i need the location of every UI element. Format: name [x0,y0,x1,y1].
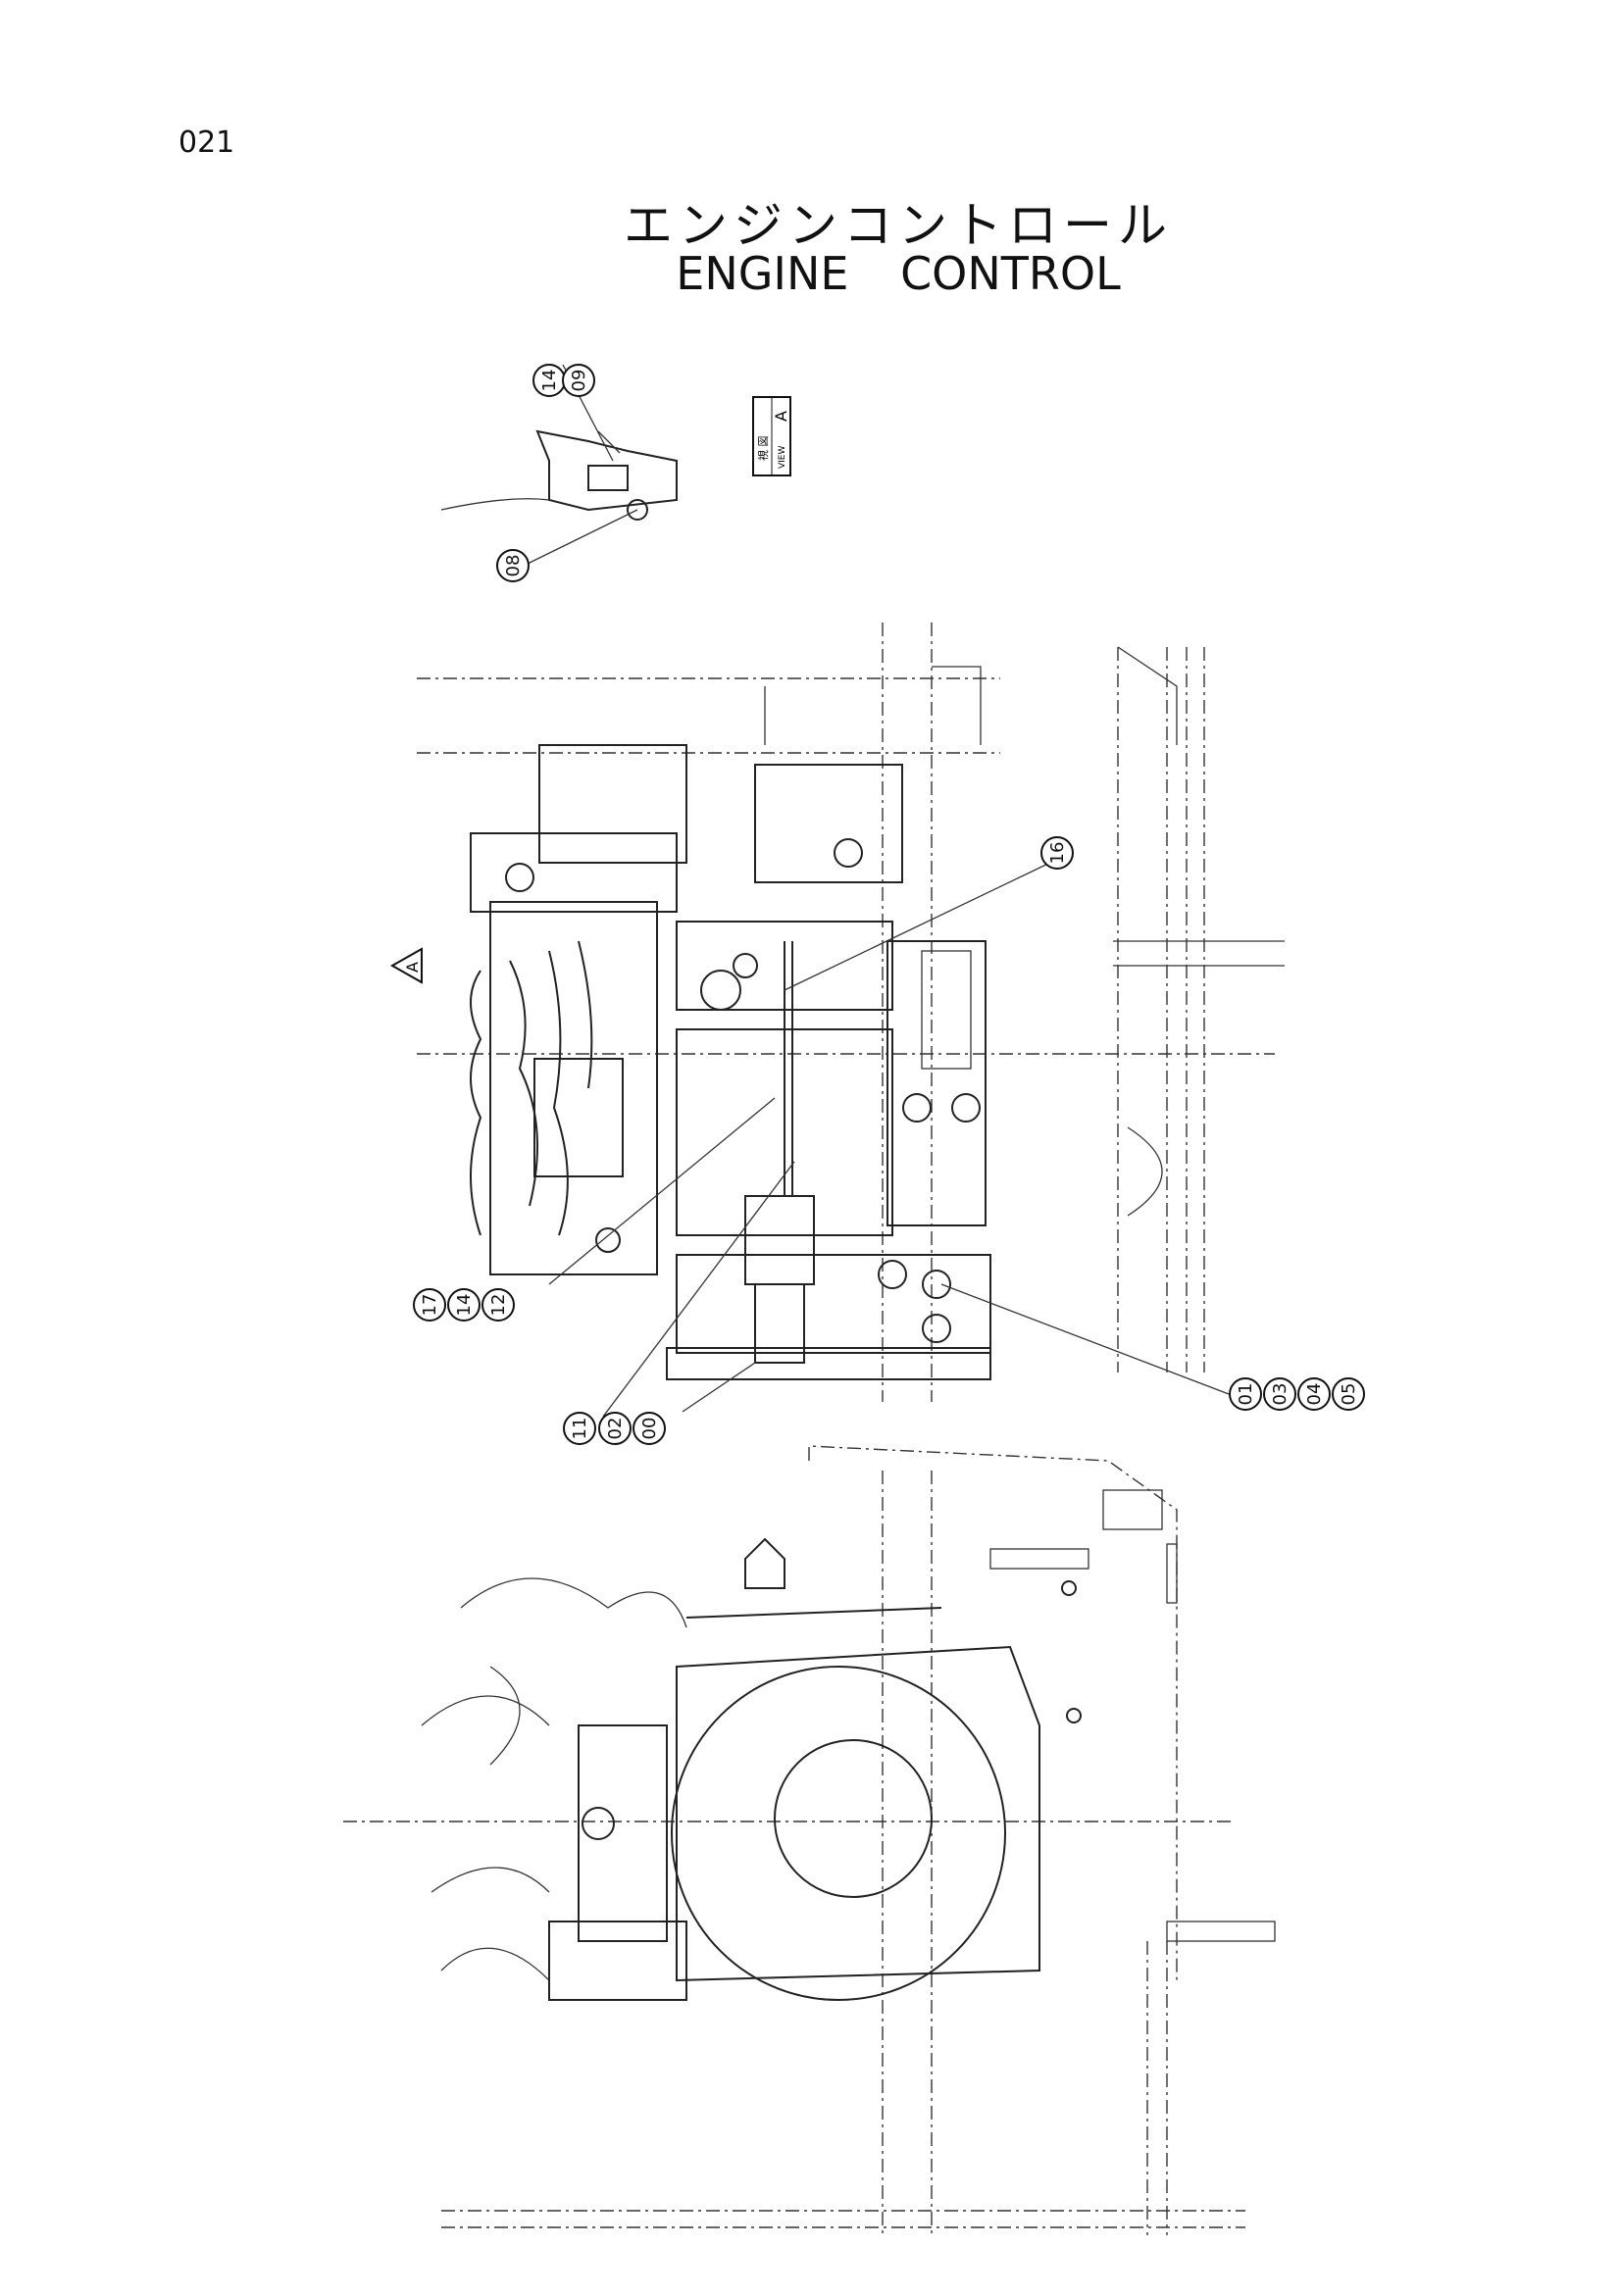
callout-05: 05 [1332,1377,1365,1411]
view-arrow-a: A [389,947,423,984]
detail-view-a [440,429,678,521]
callout-04: 04 [1297,1377,1331,1411]
callout-label: 14 [454,1294,475,1317]
engine-front-view [343,1445,1276,2235]
title-japanese: エンジンコントロール [624,197,1173,254]
callout-label: 01 [1236,1383,1256,1406]
leader-lines [527,364,1230,1418]
view-label-letter: A [772,411,790,422]
callout-16: 16 [1040,836,1074,870]
callout-label: 03 [1270,1383,1291,1406]
view-label-text: 視 図 [756,436,770,462]
callout-label: 08 [503,555,524,577]
callout-label: 00 [639,1418,660,1440]
callout-label: 11 [570,1418,590,1440]
callout-label: 09 [569,370,589,392]
callout-label: 12 [488,1294,509,1317]
callout-17: 17 [413,1288,446,1322]
engine-top-view [470,646,1178,1380]
callout-label: 02 [605,1418,626,1440]
callout-label: 17 [420,1294,440,1317]
view-arrow-letter: A [403,962,422,973]
view-label-sub: VIEW [778,446,787,469]
callout-label: 14 [539,370,560,392]
callout-label: 16 [1047,842,1068,865]
callout-12: 12 [481,1288,515,1322]
callout-02: 02 [598,1412,632,1445]
callout-03: 03 [1263,1377,1296,1411]
callout-11: 11 [563,1412,596,1445]
view-label: 視 図 VIEW A [752,396,791,476]
callout-08: 08 [496,549,530,582]
title-english: ENGINE CONTROL [676,247,1121,300]
callout-label: 04 [1304,1383,1325,1406]
callout-09: 09 [562,364,595,397]
page-number: 021 [178,125,235,160]
callout-01: 01 [1229,1377,1262,1411]
frame-lines [417,623,1285,1402]
callout-label: 05 [1339,1383,1359,1406]
callout-14-detail: 14 [532,364,566,397]
callout-00: 00 [633,1412,666,1445]
callout-14: 14 [447,1288,481,1322]
